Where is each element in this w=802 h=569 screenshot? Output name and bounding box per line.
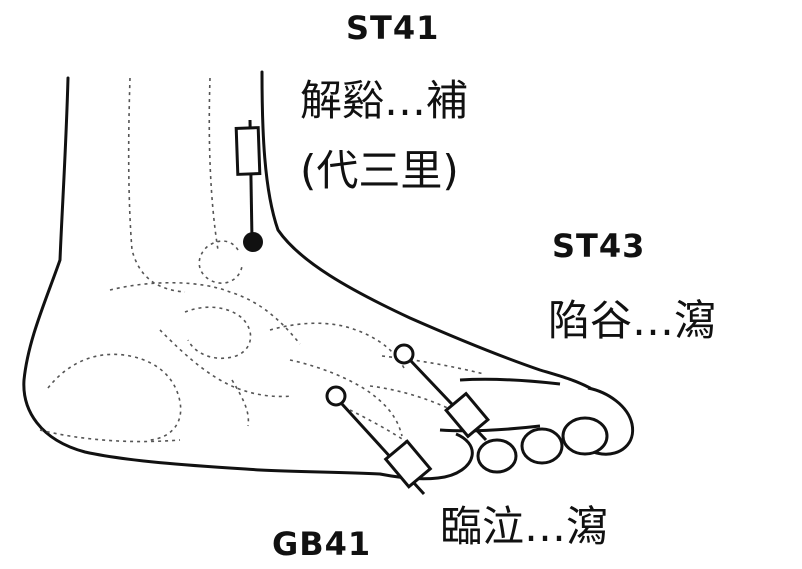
toes — [379, 377, 635, 481]
gb41-name-label: 臨泣…瀉 — [440, 502, 609, 551]
st41-alias-label: (代三里) — [300, 146, 459, 195]
st41-needle — [234, 119, 262, 241]
bone-outlines — [39, 77, 485, 445]
st43-point-marker — [393, 343, 415, 365]
st43-name-label: 陷谷…瀉 — [548, 296, 717, 345]
foot-outline — [22, 70, 592, 476]
gb41-code-label: GB41 — [272, 525, 372, 563]
st43-needle — [408, 358, 490, 442]
st41-name-label: 解谿…補 — [300, 76, 469, 125]
st43-code-label: ST43 — [552, 227, 646, 265]
gb41-point-marker — [325, 385, 347, 407]
gb41-needle — [340, 402, 433, 496]
st41-code-label: ST41 — [346, 9, 440, 47]
st41-point-marker — [243, 232, 263, 252]
